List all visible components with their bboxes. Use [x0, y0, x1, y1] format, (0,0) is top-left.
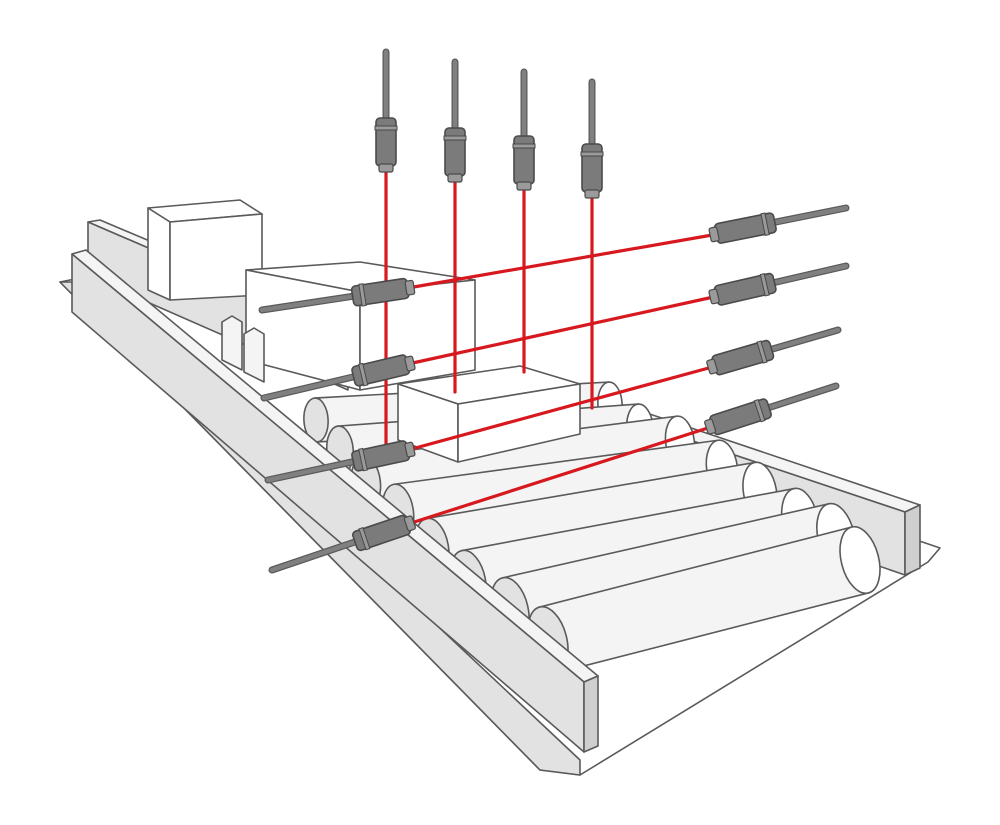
vertical-sensor	[580, 78, 604, 199]
horizontal-sensor	[704, 382, 840, 436]
horizontal-light-beam	[406, 232, 720, 290]
horizontal-sensor	[708, 204, 850, 244]
horizontal-light-beam	[406, 424, 716, 526]
horizontal-sensor	[708, 262, 850, 306]
rail-fins	[221, 315, 265, 383]
horizontal-sensor	[260, 354, 416, 402]
sensors	[258, 48, 850, 574]
horizontal-light-beam	[406, 294, 720, 366]
vertical-sensor	[374, 48, 398, 173]
vertical-sensor	[443, 58, 467, 183]
horizontal-light-beam	[406, 364, 718, 452]
horizontal-sensor	[268, 514, 416, 574]
horizontal-sensor	[258, 277, 416, 314]
horizontal-sensor	[706, 326, 842, 376]
box-rear	[147, 199, 263, 301]
vertical-sensor	[512, 68, 536, 191]
light-beams	[384, 170, 720, 526]
horizontal-sensor	[264, 440, 416, 484]
box-front	[397, 365, 581, 463]
